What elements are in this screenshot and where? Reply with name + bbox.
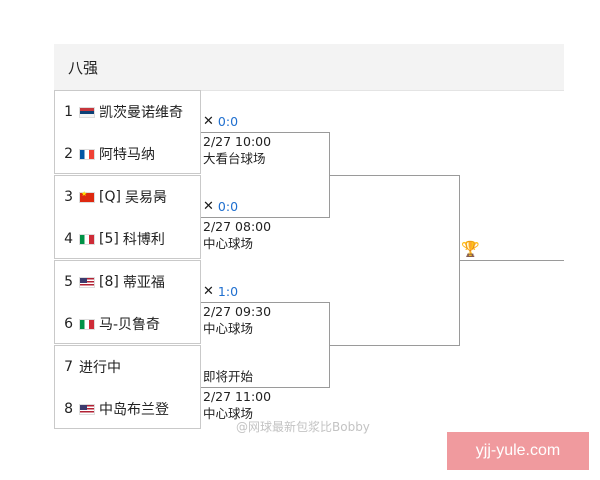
crossed-rackets-icon: ✕ — [203, 114, 214, 129]
bracket-line — [201, 132, 329, 133]
match-score: ✕ 0:0 — [203, 114, 238, 129]
seed-number: 6 — [64, 316, 73, 332]
match-status: 即将开始 — [203, 369, 254, 384]
round-header: 八强 — [54, 44, 564, 91]
site-badge: yjj-yule.com — [447, 432, 589, 470]
player-row[interactable]: 5 [8] 蒂亚福 — [55, 261, 201, 303]
match-box-1[interactable]: 1 凯茨曼诺维奇 2 阿特马纳 — [54, 90, 201, 174]
player-row[interactable]: 1 凯茨曼诺维奇 — [55, 91, 201, 133]
seed-number: 3 — [64, 189, 73, 205]
match-time: 2/27 08:00 — [203, 219, 272, 234]
china-flag-icon — [79, 190, 95, 203]
crossed-rackets-icon: ✕ — [203, 284, 214, 299]
match-court: 中心球场 — [203, 236, 254, 251]
usa-flag-icon — [79, 276, 95, 288]
player-name: 阿特马纳 — [99, 147, 155, 163]
seed-number: 7 — [64, 359, 73, 375]
player-row[interactable]: 6 马-贝鲁奇 — [55, 303, 201, 345]
bracket-line — [201, 302, 329, 303]
player-name: 进行中 — [79, 360, 121, 376]
player-row[interactable]: 7 进行中 — [55, 346, 201, 388]
bracket-line — [201, 387, 329, 388]
player-tag: [5] — [99, 231, 119, 247]
player-name: 凯茨曼诺维奇 — [99, 105, 183, 121]
serbia-flag-icon — [79, 106, 95, 118]
bracket-line — [329, 345, 459, 346]
seed-number: 1 — [64, 104, 73, 120]
player-row[interactable]: 8 中岛布兰登 — [55, 388, 201, 430]
match-score: ✕ 0:0 — [203, 199, 238, 214]
watermark: @网球最新包浆比Bobby — [236, 420, 370, 434]
player-name: 科博利 — [122, 232, 165, 248]
match-box-2[interactable]: 3 [Q] 吴易昺 4 [5] 科博利 — [54, 175, 201, 259]
match-court: 大看台球场 — [203, 151, 266, 166]
seed-number: 5 — [64, 274, 73, 290]
player-tag: [Q] — [99, 189, 121, 205]
bracket-line — [201, 217, 329, 218]
seed-number: 8 — [64, 401, 73, 417]
player-row[interactable]: 4 [5] 科博利 — [55, 218, 201, 260]
match-time: 2/27 10:00 — [203, 134, 272, 149]
player-tag: [8] — [99, 274, 119, 290]
bracket-line — [459, 260, 564, 261]
seed-number: 4 — [64, 231, 73, 247]
score-value: 0:0 — [217, 199, 239, 214]
score-value: 1:0 — [217, 284, 239, 299]
score-value: 0:0 — [217, 114, 239, 129]
seed-number: 2 — [64, 146, 73, 162]
match-time: 2/27 11:00 — [203, 389, 272, 404]
match-court: 中心球场 — [203, 321, 254, 336]
match-box-3[interactable]: 5 [8] 蒂亚福 6 马-贝鲁奇 — [54, 260, 201, 344]
trophy-icon: 🏆 — [461, 240, 480, 258]
player-name: 蒂亚福 — [122, 275, 165, 291]
italy-flag-icon — [79, 318, 95, 330]
match-time: 2/27 09:30 — [203, 304, 272, 319]
crossed-rackets-icon: ✕ — [203, 199, 214, 214]
match-box-4[interactable]: 7 进行中 8 中岛布兰登 — [54, 345, 201, 429]
player-name: 吴易昺 — [124, 190, 167, 206]
usa-flag-icon — [79, 403, 95, 415]
france-flag-icon — [79, 148, 95, 160]
player-name: 中岛布兰登 — [99, 402, 169, 418]
player-name: 马-贝鲁奇 — [99, 317, 161, 333]
round-title: 八强 — [68, 59, 99, 77]
player-row[interactable]: 3 [Q] 吴易昺 — [55, 176, 201, 218]
bracket-line — [329, 175, 459, 176]
match-court: 中心球场 — [203, 406, 254, 421]
site-badge-text: yjj-yule.com — [475, 442, 561, 459]
match-score: ✕ 1:0 — [203, 284, 238, 299]
italy-flag-icon — [79, 233, 95, 245]
player-row[interactable]: 2 阿特马纳 — [55, 133, 201, 175]
